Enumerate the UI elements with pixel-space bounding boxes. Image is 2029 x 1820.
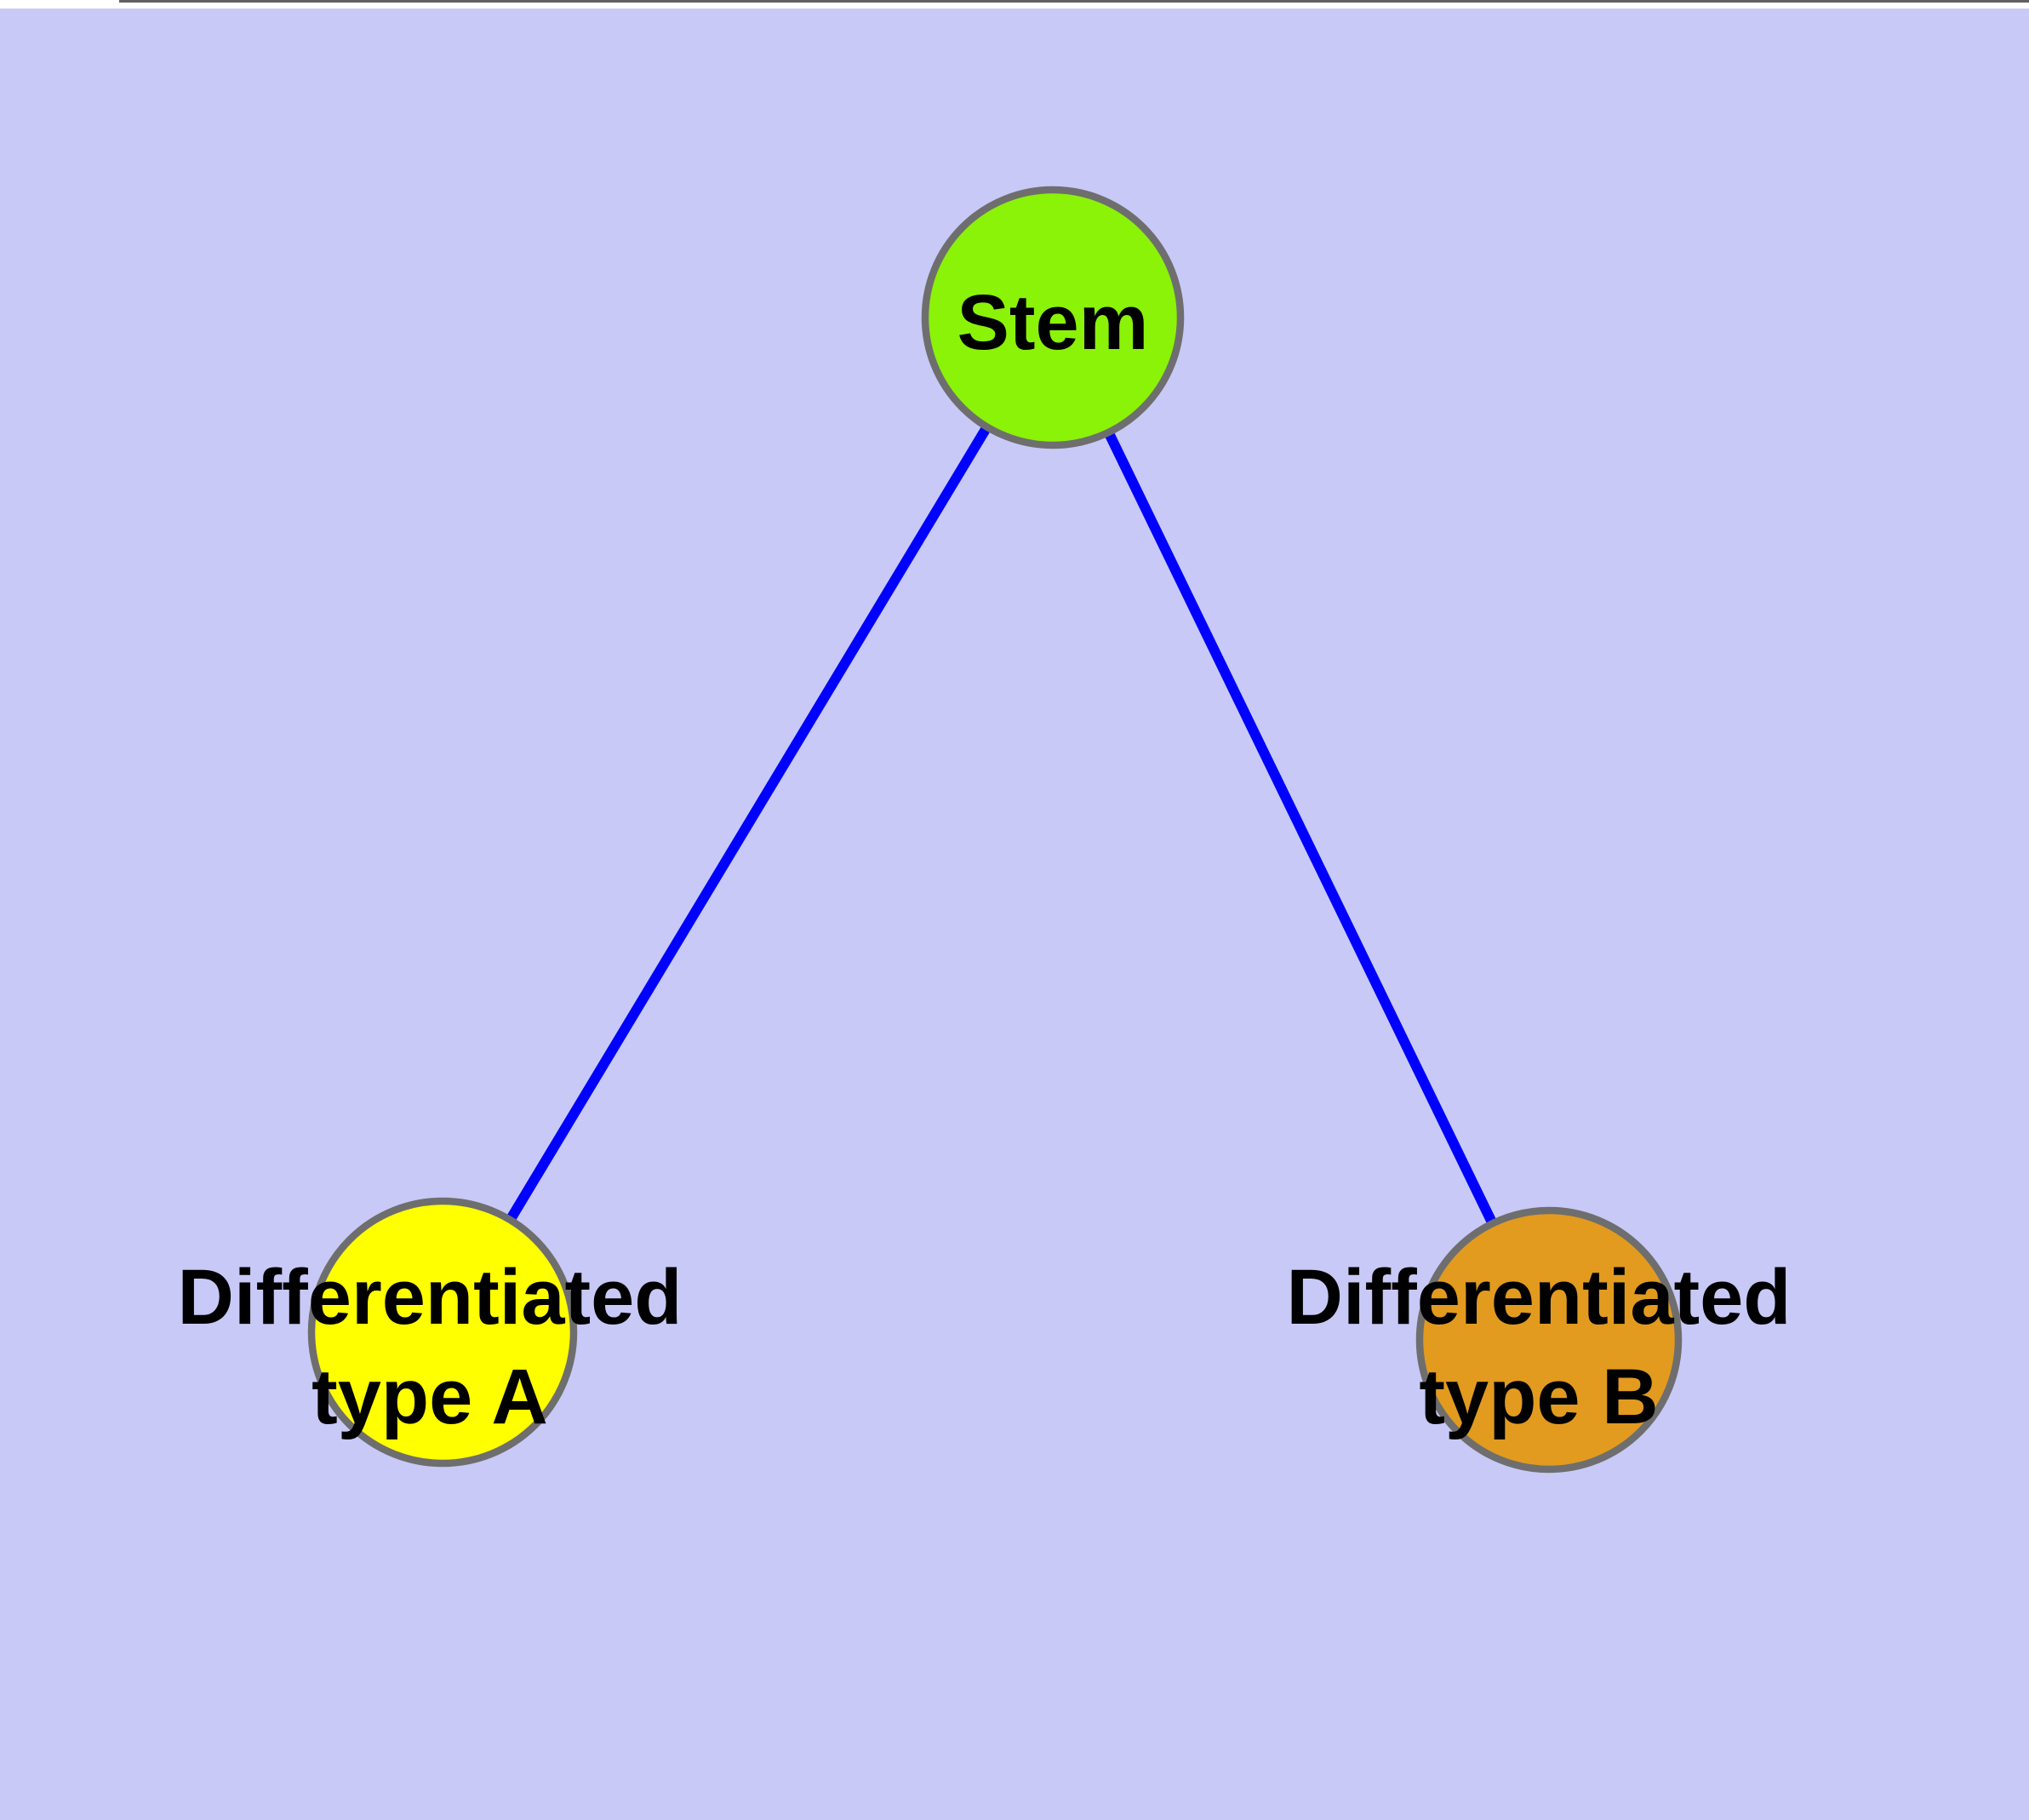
node-stem-label: Stem <box>957 279 1149 366</box>
node-type-b-label-line1: Differentiated <box>1287 1254 1792 1341</box>
node-type-a-label-line2: type A <box>311 1354 548 1440</box>
node-type-b-label-line2: type B <box>1419 1354 1658 1440</box>
node-differentiated-type-a: Differentiated type A <box>178 1197 683 1468</box>
node-differentiated-type-b: Differentiated type B <box>1287 1206 1792 1474</box>
node-type-a-circle <box>307 1197 578 1468</box>
edge-stem-to-type-b <box>1048 315 1554 1342</box>
node-type-b-circle <box>1415 1206 1683 1474</box>
node-stem-circle <box>921 186 1185 449</box>
edge-stem-to-type-a <box>437 314 1058 1336</box>
node-stem: Stem <box>921 186 1185 449</box>
node-type-a-label-line1: Differentiated <box>178 1254 683 1341</box>
window-top-edge <box>119 0 2029 3</box>
